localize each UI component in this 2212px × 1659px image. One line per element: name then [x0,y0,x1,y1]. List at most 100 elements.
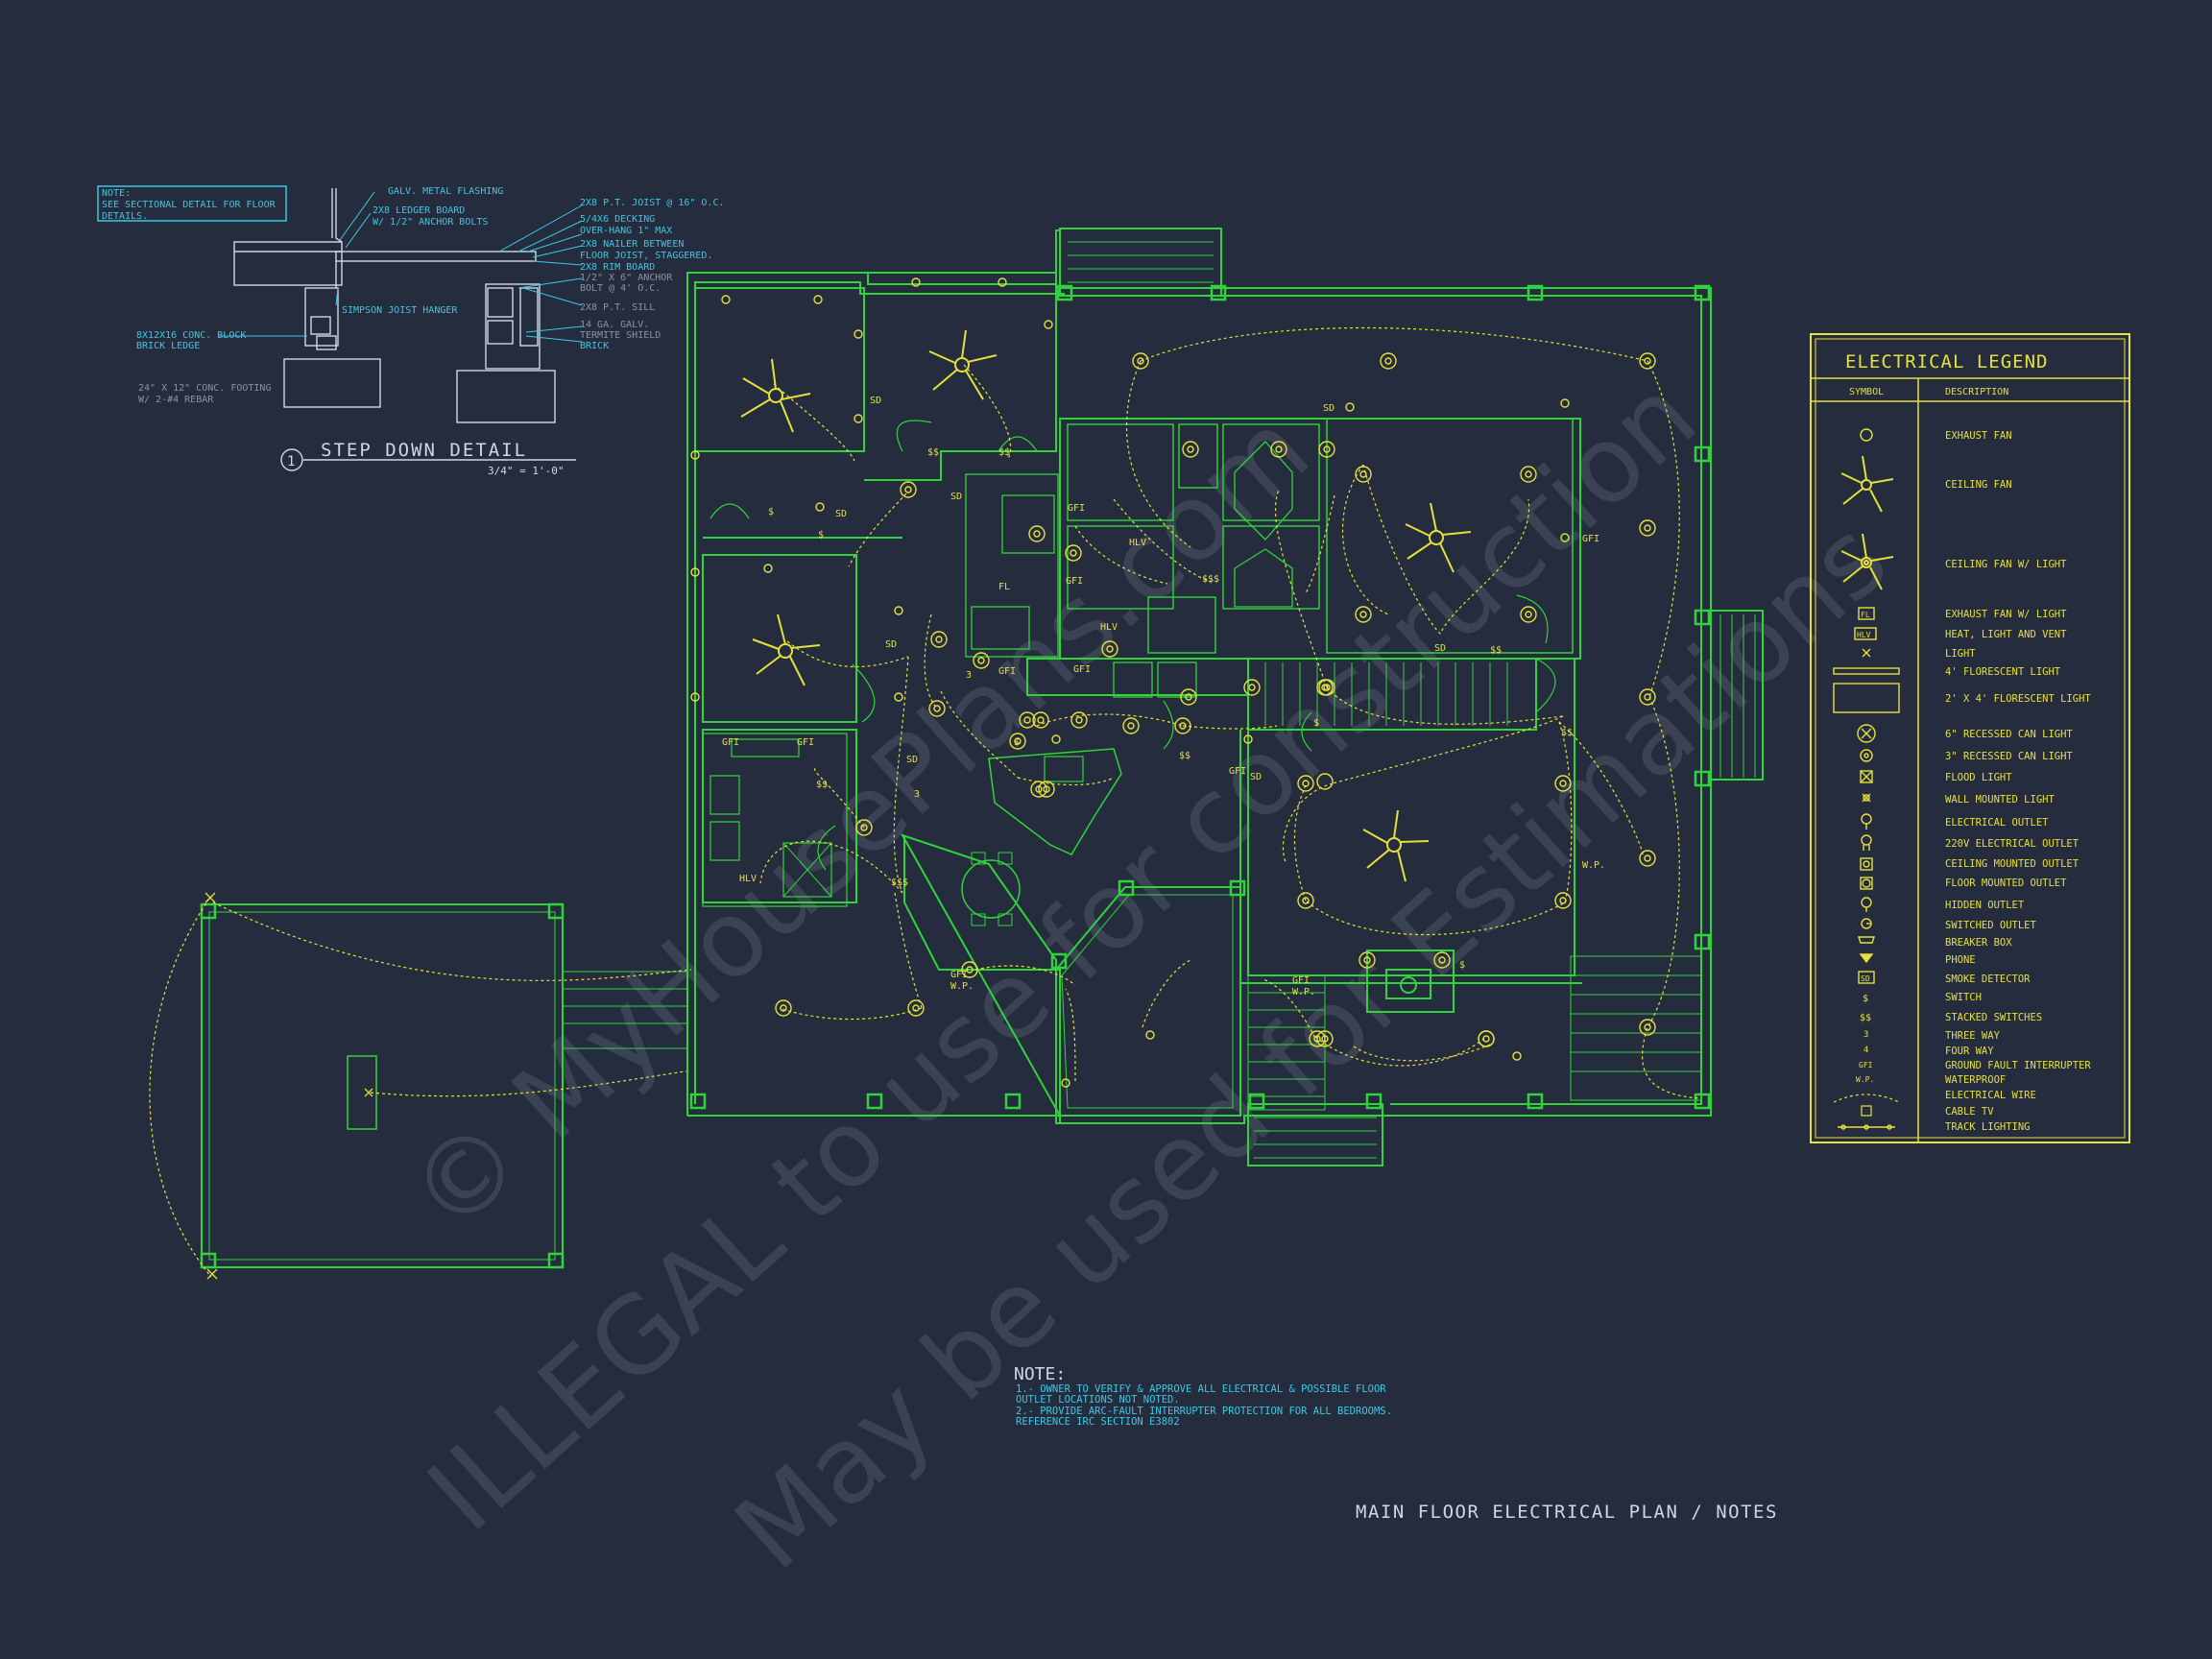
switched-outlet-icon [1861,918,1872,929]
callout-decking: 5/4X6 DECKING [580,214,655,225]
detail-note-1: NOTE: [102,188,131,199]
label-gfi-5: GFI [722,737,739,748]
detail-drawing [233,188,556,423]
legend-item-13: ELECTRICAL OUTLET [1945,817,2049,829]
label-three-1: 3 [966,670,972,681]
phone-icon [1859,953,1874,964]
label-s-2: $ [818,530,824,541]
legend-item-7: 4' FLORESCENT LIGHT [1945,666,2061,678]
label-hlv-1: HLV [1129,538,1146,548]
label-ss-1: $$ [927,447,939,458]
legend-item-11: FLOOD LIGHT [1945,772,2012,783]
label-ss-3: $$ [816,780,828,790]
callout-termite: TERMITE SHIELD [580,330,661,341]
label-gfi-9: GFI [950,970,968,980]
label-gfi-8: GFI [1582,534,1599,544]
label-sd-6: SD [1250,772,1262,782]
detail-number: 1 [287,454,295,469]
flood-light-icon [1860,770,1873,783]
legend-col-description: DESCRIPTION [1945,387,2008,397]
legend-sym-gfi: GFI [1859,1061,1873,1070]
legend-item-5: HEAT, LIGHT AND VENT [1945,629,2067,640]
label-gfi-10: GFI [1292,975,1310,986]
wire-icon [1833,1094,1900,1103]
label-sd-4: SD [885,639,897,650]
ceiling-outlet-icon [1860,857,1873,871]
callout-footing-1: 24" X 12" CONC. FOOTING [138,383,271,394]
label-sd-5: SD [906,755,918,765]
cable-icon [1861,1105,1872,1117]
notes-line-2: OUTLET LOCATIONS NOT NOTED. [1016,1394,1180,1406]
legend-sym-fl: FL [1861,611,1870,619]
callout-sill: 2X8 P.T. SILL [580,302,655,313]
legend-item-17: HIDDEN OUTLET [1945,900,2025,911]
label-gfi-3: GFI [998,666,1016,677]
legend-item-9: 6" RECESSED CAN LIGHT [1945,729,2073,740]
legend-item-18: SWITCHED OUTLET [1945,920,2037,931]
callout-block-1: 8X12X16 CONC. BLOCK [136,330,246,341]
outlet-icon [1861,813,1872,830]
light-icon [1862,648,1871,658]
breaker-icon [1858,936,1875,944]
floor-plan-walls [686,228,1764,1166]
legend-item-10: 3" RECESSED CAN LIGHT [1945,751,2073,762]
legend-item-16: FLOOR MOUNTED OUTLET [1945,878,2067,889]
legend-sym-hlv: HLV [1857,631,1871,639]
garage-wiring [149,898,692,1278]
fluorescent-4-icon [1833,667,1900,675]
legend-item-20: PHONE [1945,954,1976,966]
label-s-4: $ [1459,960,1465,971]
legend-item-23: STACKED SWITCHES [1945,1012,2042,1023]
legend-item-2: CEILING FAN [1945,479,2012,491]
ceiling-fan-light-icon [1840,533,1894,590]
callout-nailer: 2X8 NAILER BETWEEN [580,239,684,250]
callout-anchor: W/ 1/2" ANCHOR BOLTS [373,217,488,228]
detail-scale: 3/4" = 1'-0" [488,465,564,477]
legend-item-29: CABLE TV [1945,1106,1994,1118]
callout-staggered: FLOOR JOIST, STAGGERED. [580,251,712,261]
garage-flood-lights [204,892,373,1280]
legend-sym-four: 4 [1863,1046,1868,1055]
legend-sym-stacked: $$ [1860,1013,1871,1023]
notes-line-1: 1.- OWNER TO VERIFY & APPROVE ALL ELECTR… [1016,1383,1386,1395]
callout-hanger: SIMPSON JOIST HANGER [342,305,458,316]
legend-item-15: CEILING MOUNTED OUTLET [1945,858,2080,870]
legend-item-30: TRACK LIGHTING [1945,1121,2031,1133]
callout-flashing: GALV. METAL FLASHING [388,186,503,197]
legend-item-25: FOUR WAY [1945,1046,1994,1057]
legend-col-symbol: SYMBOL [1849,387,1884,397]
legend-item-6: LIGHT [1945,648,1976,660]
label-ss-4: $$ [1179,751,1190,761]
label-ss-6: $$ [1561,728,1573,738]
label-s-3: $ [1014,737,1020,748]
legend-sym-switch: $ [1863,994,1868,1004]
legend-item-26: GROUND FAULT INTERRUPTER [1945,1060,2091,1071]
ceiling-fans [740,329,1472,882]
recessed-6-icon [1857,724,1876,743]
label-three-2: 3 [914,789,920,800]
label-sss-1: $$$ [1202,574,1219,585]
detail-number-circle [280,448,303,471]
garage-structure [200,902,688,1269]
fl-icon [1858,607,1875,620]
legend-item-14: 220V ELECTRICAL OUTLET [1945,838,2080,850]
label-sd-8: SD [1323,403,1334,414]
legend-item-12: WALL MOUNTED LIGHT [1945,794,2055,805]
label-s-5: $ [1313,718,1319,729]
legend-title: ELECTRICAL LEGEND [1845,351,2048,373]
legend-item-27: WATERPROOF [1945,1074,2006,1086]
wall-light-icon [1862,793,1871,803]
label-s-1: $ [768,507,774,517]
hidden-outlet-icon [1861,897,1872,912]
hlv-icon [1854,627,1877,640]
step-down-detail: NOTE: SEE SECTIONAL DETAIL FOR FLOOR DET… [97,185,725,477]
label-sd-7: SD [1434,643,1446,654]
notes-line-4: REFERENCE IRC SECTION E3802 [1016,1416,1180,1428]
legend-item-3: CEILING FAN W/ LIGHT [1945,559,2067,570]
callout-anchor-bolt: 1/2" X 6" ANCHOR [580,273,673,283]
label-hlv-3: HLV [739,874,757,884]
label-ss-2: $$ [998,447,1010,458]
legend-item-1: EXHAUST FAN [1945,430,2012,442]
general-notes: NOTE: 1.- OWNER TO VERIFY & APPROVE ALL … [1014,1364,1392,1428]
